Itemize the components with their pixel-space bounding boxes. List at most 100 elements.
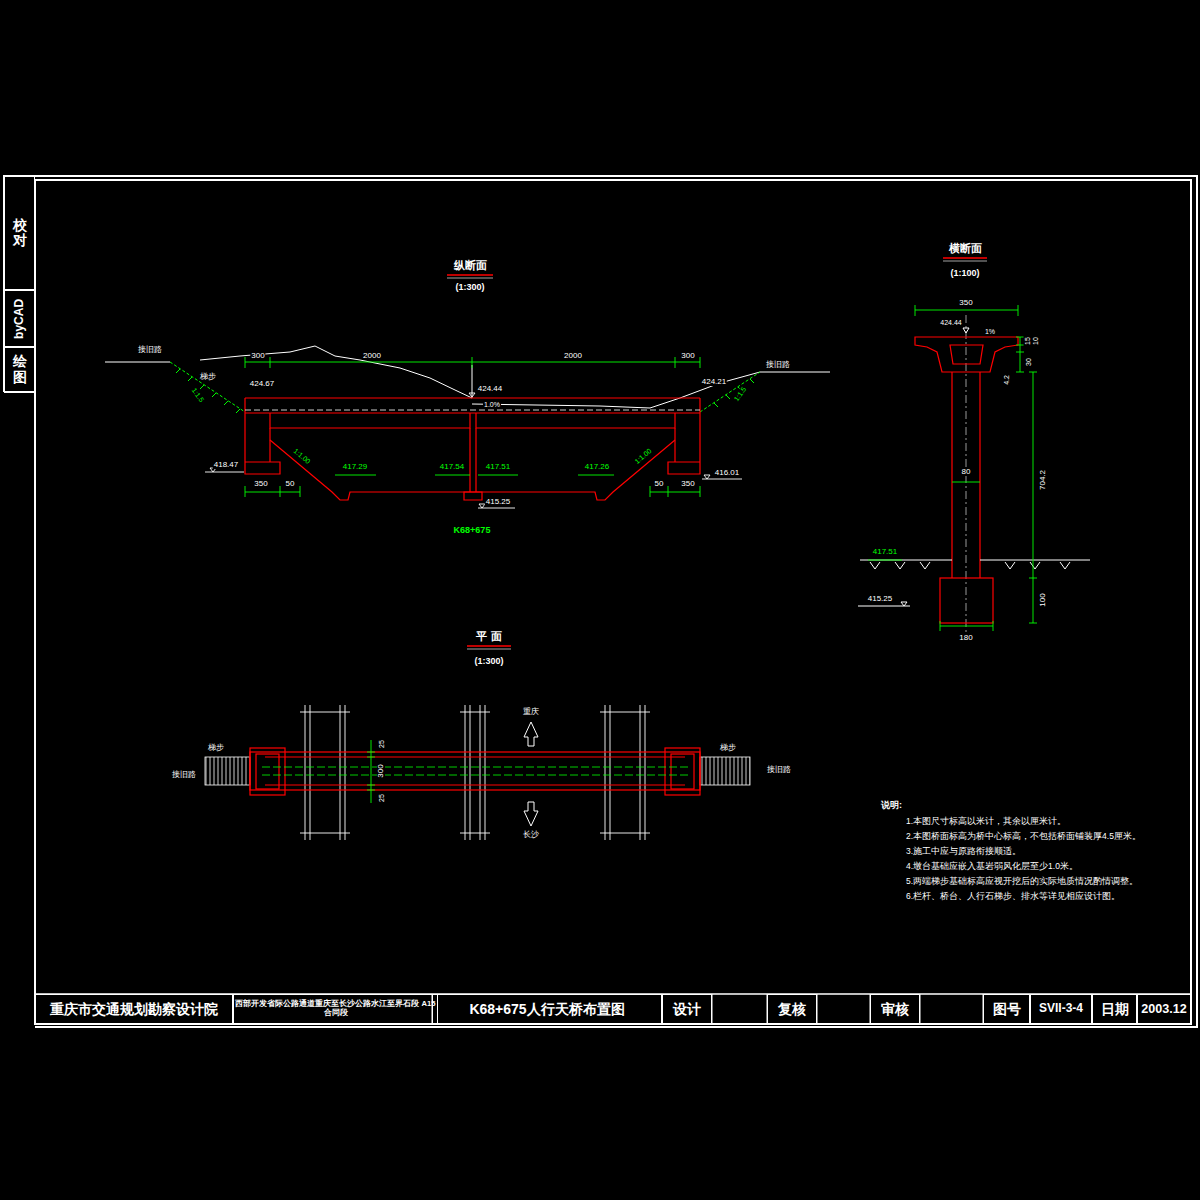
note-text: 3.施工中应与原路衔接顺适。 bbox=[905, 847, 1022, 856]
drawing-label: 100 bbox=[1039, 592, 1047, 607]
title-block-cell: 西部开发省际公路通道重庆至长沙公路水江至界石段 A15合同段 bbox=[233, 994, 438, 1024]
title-block-cell: K68+675人行天桥布置图 bbox=[432, 994, 662, 1024]
drawing-label: 平 面 bbox=[475, 631, 502, 642]
dimension-line bbox=[952, 482, 980, 483]
title-block-cell: 审核 bbox=[870, 994, 920, 1024]
sheet-frame bbox=[4, 176, 1197, 1027]
drawing-label: 417.51 bbox=[872, 548, 898, 556]
title-underline bbox=[467, 649, 511, 650]
stair-plan bbox=[700, 757, 750, 785]
drawing-label: 424.44 bbox=[477, 385, 503, 393]
direction-arrow bbox=[524, 722, 538, 826]
drawing-label: 1% bbox=[984, 328, 996, 335]
drawing-label: 梯步 bbox=[719, 744, 737, 752]
drawing-label: 417.26 bbox=[584, 463, 610, 471]
dimension-line bbox=[367, 740, 375, 803]
drawing-label: (1:300) bbox=[454, 283, 485, 292]
bridge-structure bbox=[464, 428, 482, 500]
dimension-line bbox=[868, 305, 1037, 631]
drawing-label: 424.44 bbox=[939, 319, 962, 326]
ground-line bbox=[860, 560, 1090, 561]
drawing-label: 纵断面 bbox=[453, 260, 488, 271]
drawing-label: 长沙 bbox=[522, 831, 540, 839]
deck-plan bbox=[665, 748, 700, 795]
bridge-structure bbox=[245, 398, 700, 413]
ground-line bbox=[870, 562, 1070, 569]
drawing-label: 417.51 bbox=[485, 463, 511, 471]
stair-plan bbox=[205, 757, 250, 785]
drawing-label: 接旧路 bbox=[137, 346, 163, 354]
drawing-label: 1.0% bbox=[483, 401, 501, 408]
dimension-line bbox=[868, 560, 902, 561]
ground-profile bbox=[472, 372, 830, 408]
cell-text: 复核 bbox=[778, 1001, 806, 1017]
title-block-cell: 图号 bbox=[983, 994, 1030, 1024]
cell-text: 日期 bbox=[1101, 1001, 1129, 1017]
drawing-label: 1:1.5 bbox=[190, 386, 206, 404]
bridge-structure bbox=[270, 440, 675, 500]
drawing-label: 1:1.5 bbox=[732, 385, 748, 403]
drawing-label: 10 bbox=[1032, 336, 1039, 346]
sheet-frame bbox=[233, 994, 1137, 1024]
drawing-label: (1:100) bbox=[949, 269, 980, 278]
drawing-label: 2000 bbox=[362, 352, 382, 360]
deck-plan bbox=[256, 754, 279, 789]
bridge-structure bbox=[245, 398, 700, 500]
dimension-line bbox=[335, 475, 614, 476]
title-block-cell: SVII-3-4 bbox=[1030, 994, 1092, 1024]
drawing-label: 梯步 bbox=[207, 744, 225, 752]
drawing-label: 25 bbox=[378, 793, 385, 803]
box-girder bbox=[952, 372, 980, 578]
drawing-label: 25 bbox=[378, 739, 385, 749]
drawing-label: 300 bbox=[680, 352, 695, 360]
deck-axis bbox=[262, 767, 688, 775]
deck-plan bbox=[250, 748, 285, 795]
note-text: 说明: bbox=[880, 801, 903, 810]
title-block-cell: 设计 bbox=[662, 994, 712, 1024]
box-girder bbox=[915, 337, 1018, 623]
box-girder bbox=[950, 345, 983, 364]
dimension-line bbox=[1029, 372, 1037, 623]
deck-plan bbox=[250, 752, 700, 790]
drawing-label: 横断面 bbox=[948, 243, 983, 254]
title-block-cell: 日期 bbox=[1092, 994, 1137, 1024]
drawing-label: 15 bbox=[1024, 336, 1031, 346]
road-line bbox=[605, 705, 645, 840]
road-line bbox=[300, 712, 650, 833]
drawing-label: 424.67 bbox=[249, 380, 275, 388]
ground-line bbox=[858, 328, 1090, 606]
title-underline bbox=[467, 645, 511, 647]
bridge-structure bbox=[668, 413, 700, 474]
title-block-cell: 2003.12 bbox=[1137, 994, 1191, 1024]
cell-text: 2003.12 bbox=[1141, 1002, 1187, 1016]
drawing-label: 2000 bbox=[563, 352, 583, 360]
cell-text: K68+675人行天桥布置图 bbox=[469, 1001, 624, 1017]
note-text: 1.本图尺寸标高以米计，其余以厘米计。 bbox=[905, 817, 1067, 826]
cell-text: 校对 bbox=[13, 218, 27, 249]
sheet-frame bbox=[4, 176, 1197, 1027]
drawing-label: 接旧路 bbox=[171, 771, 197, 779]
box-girder bbox=[915, 337, 1018, 372]
drawing-label: 1:1.00 bbox=[633, 446, 654, 465]
drawing-label: 重庆 bbox=[522, 708, 540, 716]
drawing-label: 424.21 bbox=[701, 378, 727, 386]
drawing-label: 30 bbox=[1025, 357, 1032, 367]
box-girder bbox=[940, 578, 993, 623]
drawing-label: 50 bbox=[285, 480, 296, 488]
drawing-label: 80 bbox=[961, 468, 972, 476]
deck-plan bbox=[671, 754, 694, 789]
drawing-label: 415.25 bbox=[867, 595, 893, 603]
drawing-label: 704.2 bbox=[1039, 469, 1047, 491]
dimension-line bbox=[940, 621, 993, 631]
ground-profile bbox=[200, 346, 472, 398]
cell-text: 设计 bbox=[673, 1001, 701, 1017]
note-text: 4.墩台基础应嵌入基岩弱风化层至少1.0米。 bbox=[905, 862, 1079, 871]
title-underline bbox=[943, 261, 987, 262]
title-underline bbox=[447, 278, 493, 279]
center-line bbox=[245, 410, 700, 411]
drawing-label: 4.2 bbox=[1003, 374, 1010, 386]
road-line bbox=[305, 705, 345, 840]
cell-text: byCAD bbox=[13, 298, 27, 338]
drawing-label: 350 bbox=[253, 480, 268, 488]
drawing-label: 梯步 bbox=[199, 373, 217, 381]
